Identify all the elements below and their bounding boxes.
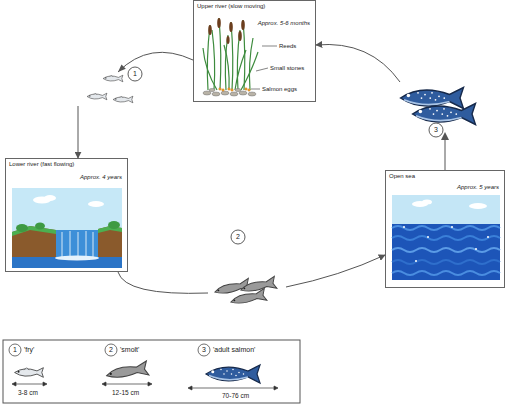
legend-text: 'fry' <box>24 346 34 354</box>
legend-fish <box>15 361 260 383</box>
dimension-label: 3-8 cm <box>18 389 38 396</box>
legend-text: 'smolt' <box>120 346 139 354</box>
life-cycle-arrow <box>316 44 445 170</box>
sea-illustration <box>392 195 500 280</box>
duration-note: Approx. 5 years <box>457 184 499 191</box>
part-label: Small stones <box>270 65 304 72</box>
adult-salmon-fish <box>401 88 476 125</box>
life-cycle-arrow <box>118 255 385 293</box>
dimension-label: 12-15 cm <box>112 389 139 396</box>
box-heading: Upper river (slow moving) <box>197 3 265 10</box>
box-heading: Lower river (fast flowing) <box>9 161 74 168</box>
fry-fish <box>87 75 133 103</box>
callout-number: 2 <box>104 344 118 356</box>
part-label: Salmon eggs <box>262 86 297 93</box>
dimension-label: 70-76 cm <box>222 392 249 399</box>
legend-box <box>3 340 300 403</box>
callout-number: 3 <box>429 124 443 136</box>
waterfall-illustration <box>12 188 122 268</box>
box-heading: Open sea <box>389 173 415 180</box>
duration-note: Approx. 5-6 months <box>258 20 310 27</box>
callout-number: 3 <box>197 344 211 356</box>
open-sea-box: Open seaApprox. 5 years <box>385 170 505 288</box>
smolt-fish <box>214 276 277 307</box>
dimension-lines <box>12 382 278 390</box>
arrow-head <box>118 65 126 72</box>
callout-number: 2 <box>231 231 245 243</box>
reeds-illustration <box>203 18 277 96</box>
lower-river-box: Lower river (fast flowing) Approx. 4 year… <box>5 158 128 272</box>
part-label: Reeds <box>279 43 296 50</box>
upper-river-box: Upper river (slow moving) Approx. 5-6 mon… <box>193 0 316 102</box>
legend-circles <box>9 344 210 356</box>
duration-note: Approx. 4 years <box>80 174 122 181</box>
callout-number: 1 <box>128 68 142 80</box>
callout-number: 1 <box>8 344 22 356</box>
legend-text: 'adult salmon' <box>213 346 255 354</box>
callout-circles <box>128 67 443 244</box>
life-cycle-arrow <box>78 52 193 158</box>
